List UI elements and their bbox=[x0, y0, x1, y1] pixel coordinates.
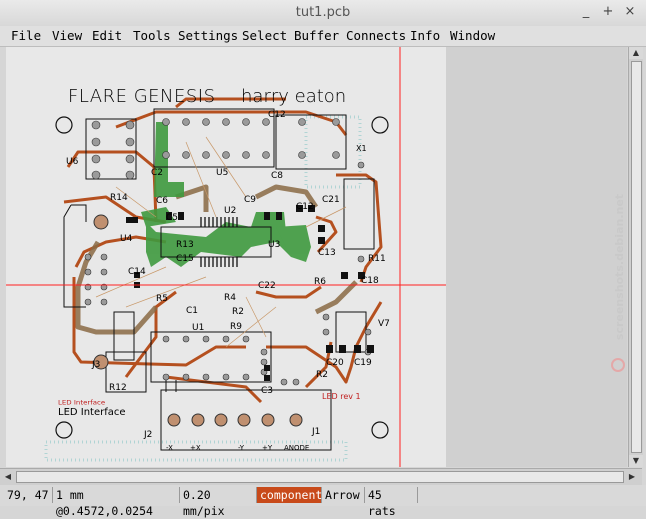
scroll-left-icon[interactable]: ◀ bbox=[4, 472, 12, 481]
menu-connects[interactable]: Connects bbox=[346, 28, 407, 43]
label-C3: C3 bbox=[261, 386, 273, 396]
status-grid: 1 mm @0.4572,0.0254 bbox=[53, 487, 180, 518]
label-C9: C9 bbox=[244, 195, 256, 205]
label-R14: R14 bbox=[110, 193, 128, 203]
offboard-area bbox=[446, 47, 627, 467]
horizontal-scroll-thumb[interactable] bbox=[16, 471, 624, 483]
label-X1: X1 bbox=[356, 144, 367, 153]
watermark-logo bbox=[611, 358, 625, 372]
maximize-button[interactable]: + bbox=[602, 4, 614, 19]
label-R4: R4 bbox=[224, 293, 236, 303]
label-C2: C2 bbox=[151, 168, 163, 178]
status-coords: 79, 47 bbox=[4, 487, 53, 503]
vertical-scrollbar[interactable]: ▲ ▼ bbox=[628, 47, 643, 467]
label-C8: C8 bbox=[271, 171, 283, 181]
pin-grid-region bbox=[44, 115, 362, 462]
label-R2a: R2 bbox=[232, 307, 244, 317]
pcb-canvas[interactable]: FLARE GENESIS harry eaton U6 C2 C12 U5 X… bbox=[6, 47, 627, 467]
label-C13: C13 bbox=[318, 248, 336, 258]
pcb-title: FLARE GENESIS bbox=[68, 86, 216, 107]
close-button[interactable]: × bbox=[624, 4, 636, 19]
label-C12a: C12 bbox=[268, 110, 286, 120]
label-R6: R6 bbox=[314, 277, 326, 287]
status-rats: 45 rats bbox=[365, 487, 418, 518]
label-C21: C21 bbox=[322, 195, 340, 205]
label-U5: U5 bbox=[216, 168, 228, 178]
rat-lines bbox=[95, 136, 347, 348]
ic-pins bbox=[200, 217, 238, 267]
silk-labels: FLARE GENESIS harry eaton U6 C2 C12 U5 X… bbox=[58, 86, 390, 452]
conn-label-anode: ANODE bbox=[284, 444, 309, 452]
scroll-right-icon[interactable]: ▶ bbox=[628, 472, 636, 481]
label-C1: C1 bbox=[186, 306, 198, 316]
conn-label-negx: -X bbox=[166, 444, 173, 452]
label-C12b: C12 bbox=[296, 202, 314, 212]
label-R12: R12 bbox=[109, 383, 127, 393]
vertical-scroll-thumb[interactable] bbox=[631, 61, 642, 453]
mirror-note: LED Interface bbox=[58, 399, 105, 407]
watermark: screenshots.debian.net bbox=[613, 194, 626, 340]
status-bar: 79, 47 1 mm @0.4572,0.0254 0.20 mm/pix c… bbox=[0, 485, 646, 518]
horizontal-scrollbar[interactable]: ◀ ▶ bbox=[0, 468, 642, 485]
menu-file[interactable]: File bbox=[11, 28, 42, 43]
crosshair bbox=[6, 47, 446, 467]
silk-note: LED Interface bbox=[58, 407, 126, 418]
menu-bar: File View Edit Tools Settings Select Buf… bbox=[0, 26, 646, 47]
label-R5: R5 bbox=[156, 294, 168, 304]
label-R13: R13 bbox=[176, 240, 194, 250]
label-C18: C18 bbox=[361, 276, 379, 286]
ground-plane bbox=[141, 122, 311, 267]
rev-label: LED rev 1 bbox=[322, 392, 361, 401]
connector-pads bbox=[93, 214, 303, 427]
label-J2: J2 bbox=[143, 430, 152, 440]
label-R2b: R2 bbox=[316, 370, 328, 380]
status-layer[interactable]: component bbox=[257, 487, 322, 503]
menu-window[interactable]: Window bbox=[450, 28, 496, 43]
label-V7: V7 bbox=[378, 319, 390, 329]
label-U1: U1 bbox=[192, 323, 204, 333]
label-R9: R9 bbox=[230, 322, 242, 332]
label-C6: C6 bbox=[156, 196, 168, 206]
label-C14: C14 bbox=[128, 267, 146, 277]
label-C22: C22 bbox=[258, 281, 276, 291]
scroll-down-icon[interactable]: ▼ bbox=[629, 455, 643, 467]
window-title: tut1.pcb bbox=[295, 5, 351, 20]
label-U6: U6 bbox=[66, 157, 79, 167]
label-U4: U4 bbox=[120, 234, 133, 244]
conn-label-posy: +Y bbox=[262, 444, 273, 452]
menu-info[interactable]: Info bbox=[410, 28, 441, 43]
label-C15: C15 bbox=[176, 254, 194, 264]
menu-select[interactable]: Select bbox=[242, 28, 288, 43]
status-zoom: 0.20 mm/pix bbox=[180, 487, 257, 518]
status-tool: Arrow bbox=[322, 487, 365, 503]
label-C20: C20 bbox=[326, 358, 344, 368]
menu-view[interactable]: View bbox=[52, 28, 83, 43]
menu-edit[interactable]: Edit bbox=[92, 28, 123, 43]
conn-label-posx: +X bbox=[190, 444, 201, 452]
label-C19: C19 bbox=[354, 358, 372, 368]
label-U3: U3 bbox=[268, 240, 280, 250]
minimize-button[interactable]: _ bbox=[582, 4, 590, 19]
label-U2: U2 bbox=[224, 206, 236, 216]
label-R11: R11 bbox=[368, 254, 386, 264]
label-J1: J1 bbox=[311, 427, 320, 437]
mounting-holes bbox=[55, 116, 389, 439]
label-J3: J3 bbox=[91, 360, 100, 370]
menu-settings[interactable]: Settings bbox=[178, 28, 239, 43]
conn-label-negy: -Y bbox=[238, 444, 245, 452]
scroll-up-icon[interactable]: ▲ bbox=[629, 47, 643, 59]
label-C5: C5 bbox=[166, 213, 178, 223]
pcb-author: harry eaton bbox=[241, 86, 346, 107]
title-bar: tut1.pcb _ + × bbox=[0, 0, 646, 27]
menu-buffer[interactable]: Buffer bbox=[294, 28, 340, 43]
menu-tools[interactable]: Tools bbox=[133, 28, 171, 43]
smd-pads bbox=[126, 205, 374, 381]
